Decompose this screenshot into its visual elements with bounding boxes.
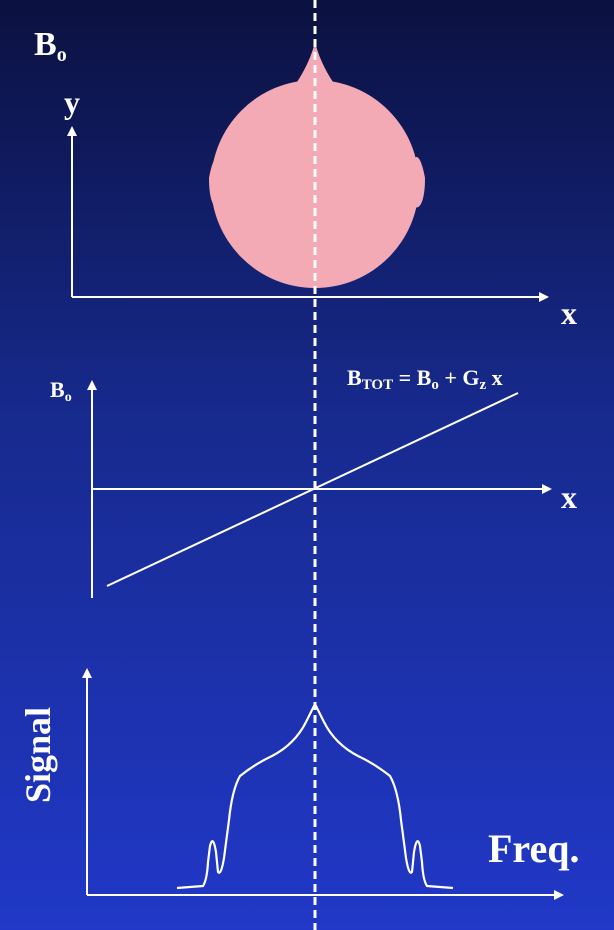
freq-axis-label: Freq.	[488, 826, 579, 871]
btot-formula: BTOT = Bo + Gz x	[347, 365, 503, 393]
y-axis-label: y	[64, 84, 80, 120]
x-axis-mid-label: x	[561, 479, 577, 515]
signal-axes	[82, 668, 564, 900]
b0-top-label: Bo	[34, 26, 67, 66]
gradient-axes	[87, 380, 552, 598]
signal-profile-curve	[176, 702, 454, 890]
b0-mid-label: Bo	[50, 377, 72, 405]
signal-axis-label: Signal	[18, 707, 58, 803]
nose	[297, 42, 333, 82]
x-axis-top-label: x	[561, 295, 577, 331]
btot-gradient-line	[106, 392, 519, 587]
top-axes	[67, 126, 549, 302]
